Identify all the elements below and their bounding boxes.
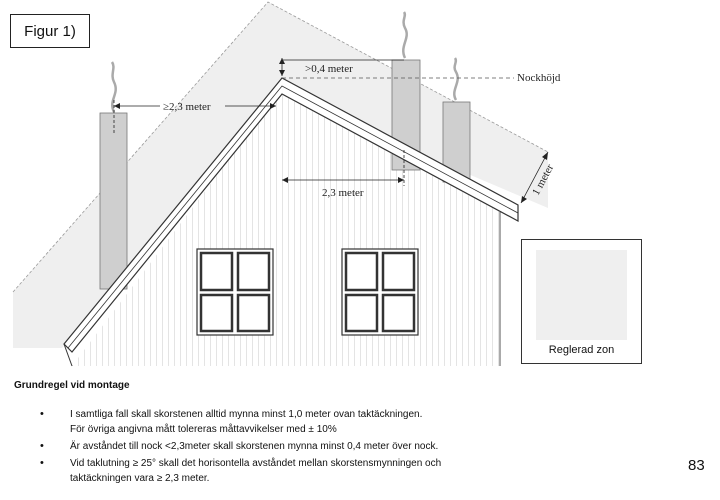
rules-heading: Grundregel vid montage bbox=[14, 380, 130, 391]
right-smoke-icon bbox=[453, 57, 459, 101]
roof-inner-line bbox=[67, 85, 519, 349]
rule-item: Vid taklutning ≥ 25° skall det horisonte… bbox=[40, 456, 640, 486]
rule-subtext: taktäckningen vara ≥ 2,3 meter. bbox=[70, 473, 210, 484]
legend-label: Reglerad zon bbox=[548, 344, 615, 356]
rule-text: I samtliga fall skall skorstenen alltid … bbox=[70, 409, 423, 420]
middle-smoke-icon bbox=[402, 11, 408, 59]
horizontal-distance-label: 2,3 meter bbox=[322, 187, 364, 199]
roof-left-fascia bbox=[63, 343, 73, 367]
right-window bbox=[341, 248, 419, 336]
rule-text: Är avståndet till nock <2,3meter skall s… bbox=[70, 441, 439, 452]
dimension-left-distance: ≥2,3 meter bbox=[113, 100, 276, 134]
left-smoke-icon bbox=[110, 61, 117, 113]
left-window bbox=[196, 248, 274, 336]
legend-swatch bbox=[536, 250, 627, 340]
legend-box: Reglerad zon bbox=[521, 239, 642, 364]
figure-label: Figur 1) bbox=[10, 14, 90, 48]
rules-list: I samtliga fall skall skorstenen alltid … bbox=[40, 407, 640, 488]
rule-subtext: För övriga angivna mått tolereras måttav… bbox=[70, 424, 337, 435]
left-chimney bbox=[99, 112, 128, 290]
rule-text: Vid taklutning ≥ 25° skall det horisonte… bbox=[70, 458, 442, 469]
rule-item: Är avståndet till nock <2,3meter skall s… bbox=[40, 439, 640, 454]
dimension-ridge-height: >0,4 meter bbox=[279, 58, 404, 76]
rule-item: I samtliga fall skall skorstenen alltid … bbox=[40, 407, 640, 437]
ridge-height-line: Nockhöjd bbox=[282, 72, 561, 84]
left-distance-label: ≥2,3 meter bbox=[163, 101, 211, 113]
ridge-label: Nockhöjd bbox=[517, 72, 561, 84]
dimension-horizontal-distance: 2,3 meter bbox=[282, 150, 405, 199]
ridge-height-label: >0,4 meter bbox=[305, 63, 353, 75]
page-number: 83 bbox=[688, 457, 705, 474]
